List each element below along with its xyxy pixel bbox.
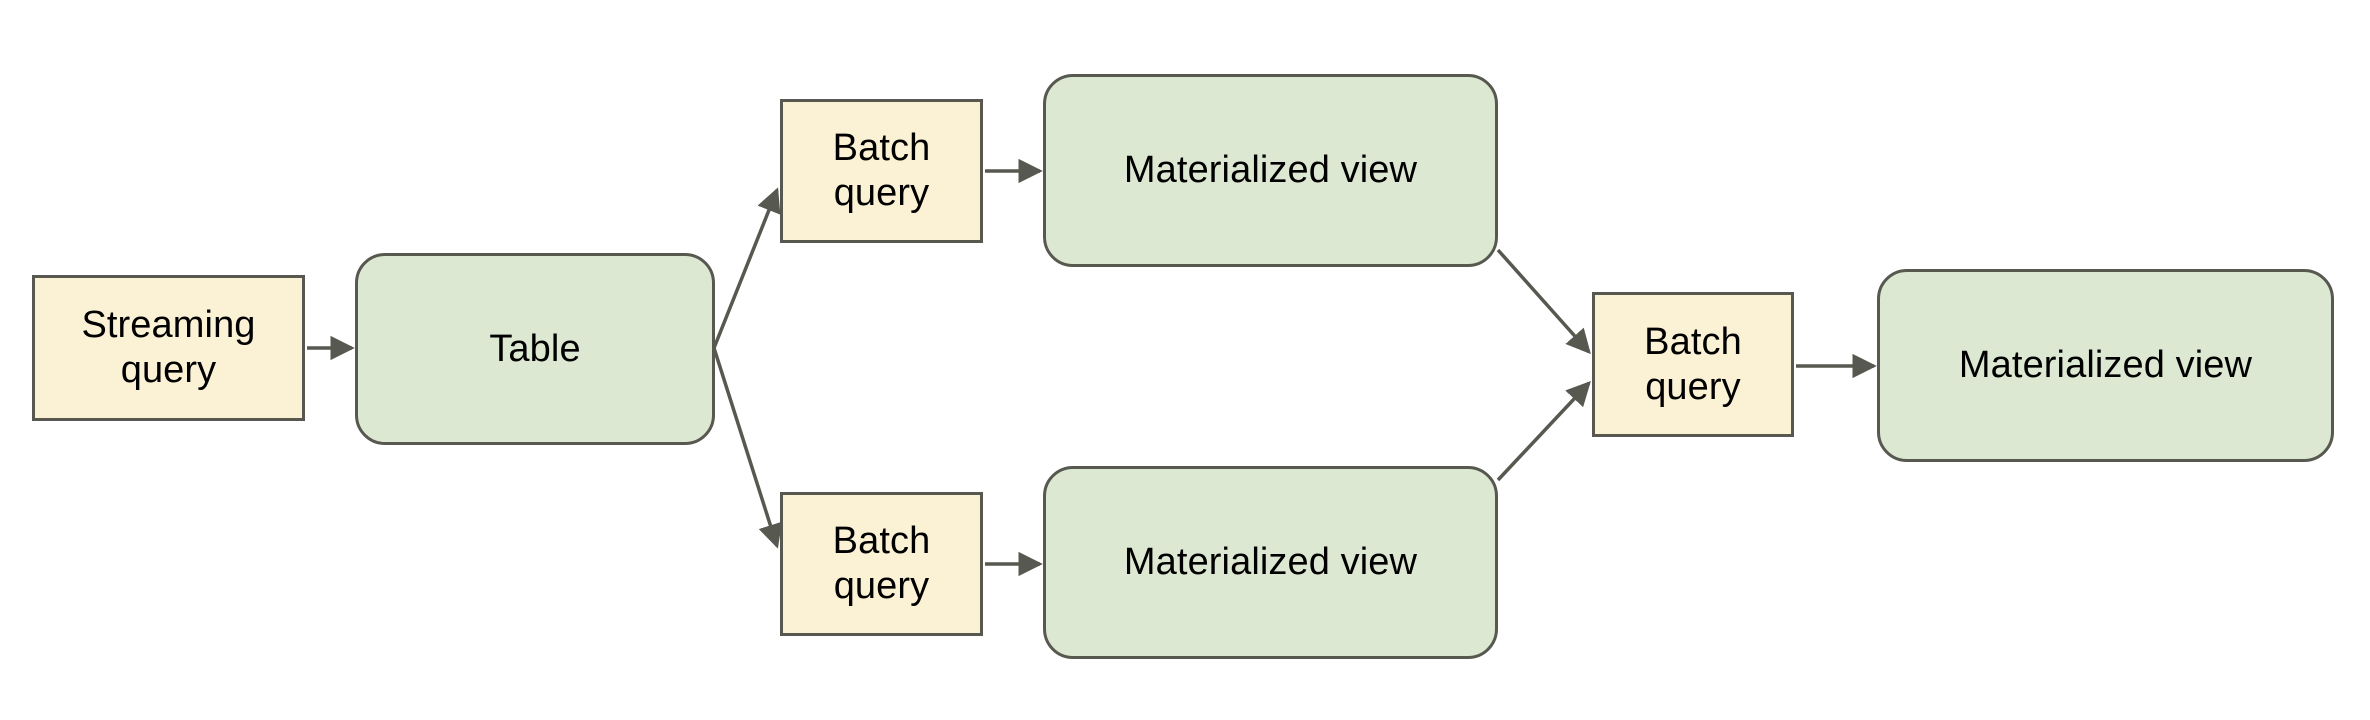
edge-table-to-batch-query-top bbox=[712, 187, 781, 349]
node-label-batch-query-merge: Batch query bbox=[1644, 320, 1742, 408]
node-label-materialized-view-top: Materialized view bbox=[1123, 149, 1418, 192]
node-label-streaming-query: Streaming query bbox=[81, 304, 256, 391]
node-label-batch-query-bottom: Batch query bbox=[832, 520, 931, 607]
node-label-materialized-view-bottom: Materialized view bbox=[1123, 541, 1418, 584]
node-batch-query-bottom[interactable]: Batch query bbox=[780, 492, 983, 636]
node-batch-query-top[interactable]: Batch query bbox=[780, 99, 983, 243]
edge-materialized-view-top-to-batch-query-merge bbox=[1496, 248, 1591, 355]
node-batch-query-merge[interactable]: Batch query bbox=[1592, 292, 1794, 437]
node-materialized-view-final[interactable]: Materialized view bbox=[1877, 269, 2334, 462]
edge-table-to-batch-query-bottom bbox=[712, 347, 783, 549]
node-materialized-view-bottom[interactable]: Materialized view bbox=[1043, 466, 1498, 659]
node-label-batch-query-top: Batch query bbox=[832, 127, 931, 214]
node-label-table: Table bbox=[489, 327, 581, 370]
node-materialized-view-top[interactable]: Materialized view bbox=[1043, 74, 1498, 267]
node-label-materialized-view-final: Materialized view bbox=[1958, 344, 2253, 387]
edge-materialized-view-bottom-to-batch-query-merge bbox=[1496, 380, 1591, 482]
node-table[interactable]: Table bbox=[355, 253, 715, 445]
node-streaming-query[interactable]: Streaming query bbox=[32, 275, 305, 421]
